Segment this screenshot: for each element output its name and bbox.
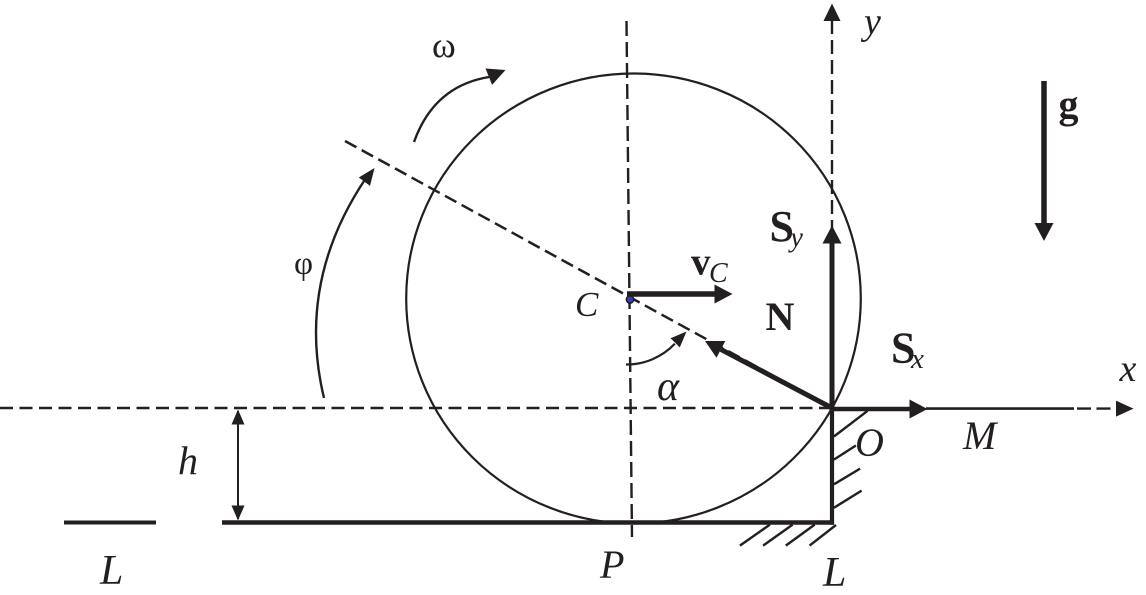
- svg-text:h: h: [178, 438, 198, 483]
- svg-text:α: α: [657, 364, 680, 410]
- svg-text:y: y: [788, 222, 804, 253]
- svg-text:C: C: [709, 258, 728, 289]
- svg-text:O: O: [855, 420, 884, 465]
- svg-text:N: N: [766, 294, 795, 339]
- svg-text:L: L: [822, 550, 846, 595]
- svg-text:C: C: [575, 285, 599, 324]
- svg-text:S: S: [891, 324, 915, 373]
- svg-text:ω: ω: [432, 25, 456, 65]
- svg-text:S: S: [770, 202, 794, 251]
- svg-text:v: v: [691, 241, 711, 284]
- svg-text:φ: φ: [294, 246, 313, 282]
- svg-text:x: x: [910, 343, 924, 375]
- svg-text:x: x: [1119, 348, 1137, 390]
- svg-text:M: M: [962, 413, 999, 458]
- svg-text:P: P: [599, 542, 624, 587]
- svg-text:L: L: [99, 548, 123, 594]
- svg-text:g: g: [1059, 82, 1079, 127]
- svg-text:y: y: [860, 1, 881, 43]
